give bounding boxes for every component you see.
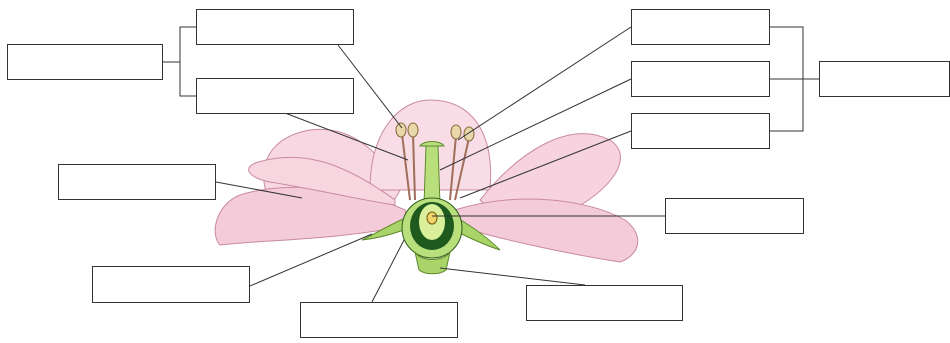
label-box-sepal[interactable] bbox=[92, 266, 250, 303]
label-box-left-top[interactable] bbox=[196, 9, 354, 45]
label-box-right-top[interactable] bbox=[631, 9, 770, 45]
style bbox=[424, 146, 440, 205]
label-box-right-group-parent[interactable] bbox=[819, 61, 950, 97]
label-box-left-second[interactable] bbox=[196, 78, 354, 114]
label-box-right-middle[interactable] bbox=[631, 61, 770, 97]
anther bbox=[451, 125, 461, 139]
anther bbox=[464, 127, 474, 141]
anther bbox=[408, 123, 418, 137]
anther bbox=[396, 123, 406, 137]
ovule bbox=[427, 212, 437, 224]
label-box-receptacle[interactable] bbox=[300, 302, 458, 338]
label-box-stalk[interactable] bbox=[526, 285, 683, 321]
petal-front-right bbox=[455, 199, 638, 262]
label-box-left-group-parent[interactable] bbox=[7, 44, 163, 80]
label-box-petal[interactable] bbox=[58, 164, 216, 200]
label-box-ovule[interactable] bbox=[665, 198, 804, 234]
label-box-right-lower[interactable] bbox=[631, 113, 770, 149]
